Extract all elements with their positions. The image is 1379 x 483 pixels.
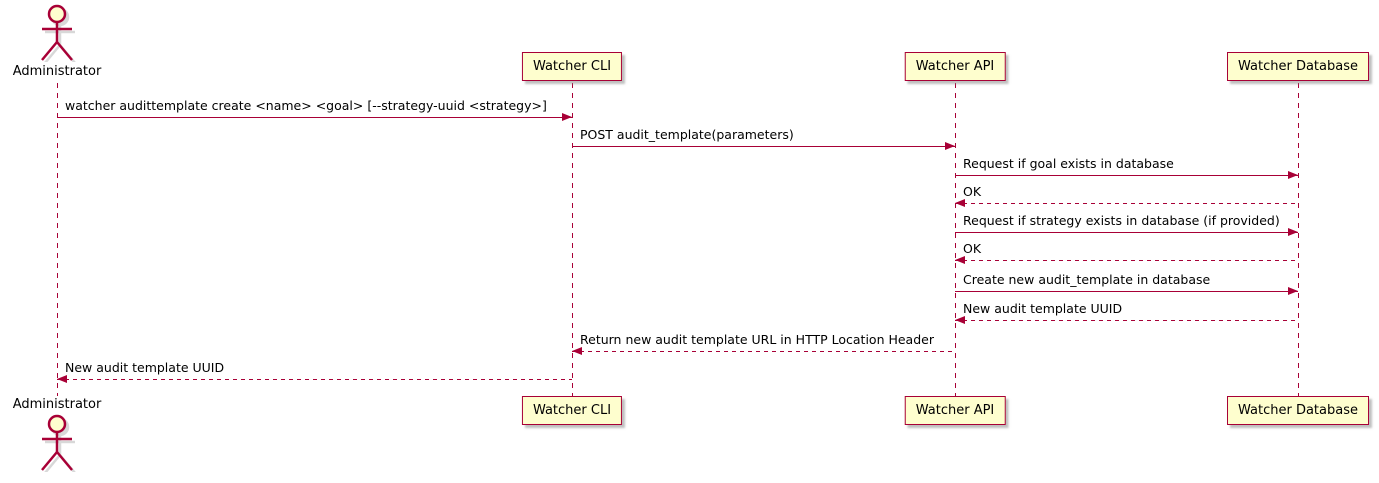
message-arrowhead-7 bbox=[955, 316, 965, 324]
participant-box-watcher-database-bottom: Watcher Database bbox=[1227, 396, 1369, 425]
message-line-5 bbox=[955, 260, 1298, 261]
message-arrowhead-8 bbox=[572, 347, 582, 355]
message-line-9 bbox=[57, 379, 572, 380]
message-line-8 bbox=[572, 351, 955, 352]
message-label-7: New audit template UUID bbox=[963, 301, 1123, 316]
message-arrowhead-4 bbox=[1288, 228, 1298, 236]
message-arrowhead-1 bbox=[945, 142, 955, 150]
lifeline-administrator bbox=[56, 83, 58, 396]
participant-box-watcher-cli-bottom: Watcher CLI bbox=[521, 396, 623, 425]
message-label-4: Request if strategy exists in database (… bbox=[963, 213, 1280, 228]
message-arrowhead-6 bbox=[1288, 287, 1298, 295]
message-label-1: POST audit_template(parameters) bbox=[580, 127, 794, 142]
message-arrowhead-3 bbox=[955, 199, 965, 207]
message-label-6: Create new audit_template in database bbox=[963, 272, 1211, 287]
message-label-2: Request if goal exists in database bbox=[963, 156, 1174, 171]
lifeline-watcher-database bbox=[1297, 83, 1299, 396]
lifeline-watcher-api bbox=[954, 83, 956, 396]
actor-figure-administrator-bottom bbox=[35, 414, 79, 476]
message-label-5: OK bbox=[963, 241, 982, 256]
message-line-0 bbox=[57, 117, 572, 119]
message-line-2 bbox=[955, 175, 1298, 177]
message-arrowhead-9 bbox=[57, 375, 67, 383]
actor-label-administrator-bottom: Administrator bbox=[12, 397, 102, 412]
participant-box-watcher-database-top: Watcher Database bbox=[1227, 52, 1369, 81]
actor-figure-administrator-top bbox=[35, 4, 79, 66]
message-line-6 bbox=[955, 291, 1298, 293]
message-line-4 bbox=[955, 232, 1298, 234]
message-label-0: watcher audittemplate create <name> <goa… bbox=[65, 98, 547, 113]
message-line-7 bbox=[955, 320, 1298, 321]
actor-label-administrator-top: Administrator bbox=[12, 64, 102, 79]
participant-box-watcher-api-top: Watcher API bbox=[904, 52, 1006, 81]
participant-box-watcher-api-bottom: Watcher API bbox=[904, 396, 1006, 425]
lifeline-watcher-cli bbox=[571, 83, 573, 396]
message-label-8: Return new audit template URL in HTTP Lo… bbox=[580, 332, 934, 347]
message-label-9: New audit template UUID bbox=[65, 360, 225, 375]
stick-figure-icon bbox=[41, 4, 76, 64]
message-arrowhead-2 bbox=[1288, 171, 1298, 179]
message-label-3: OK bbox=[963, 184, 982, 199]
message-line-3 bbox=[955, 203, 1298, 204]
stick-figure-icon bbox=[41, 414, 76, 474]
participant-box-watcher-cli-top: Watcher CLI bbox=[521, 52, 623, 81]
message-arrowhead-0 bbox=[562, 113, 572, 121]
message-arrowhead-5 bbox=[955, 256, 965, 264]
message-line-1 bbox=[572, 146, 955, 148]
